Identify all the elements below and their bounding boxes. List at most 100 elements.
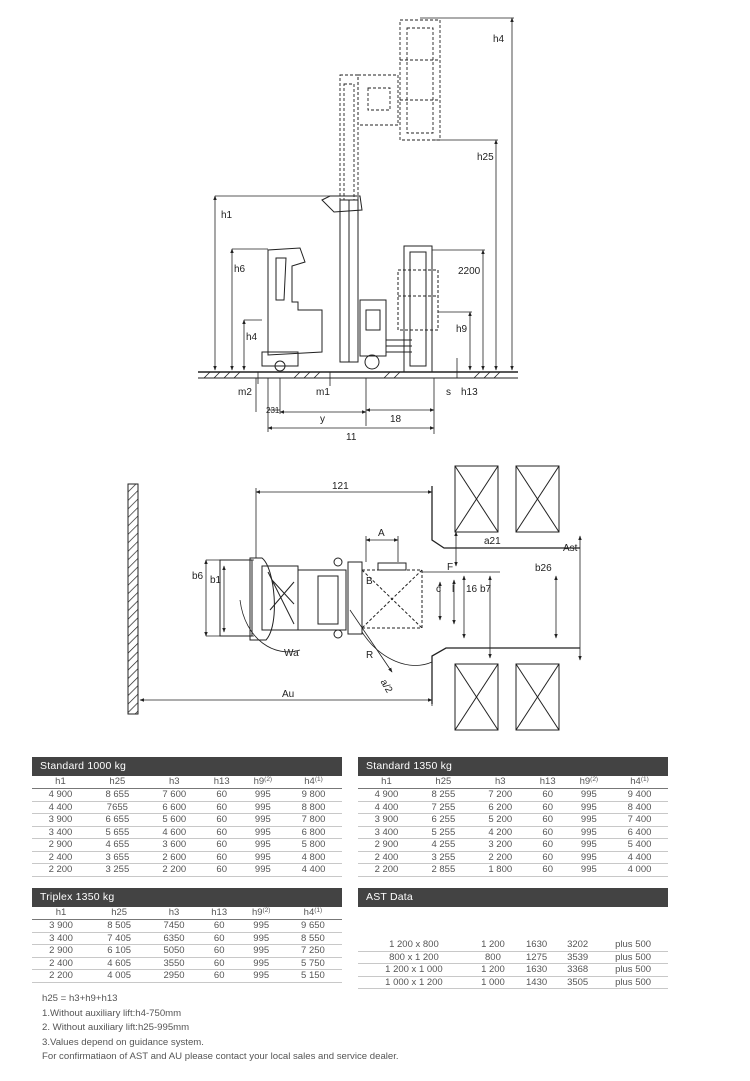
table-cell: 5 800	[285, 838, 342, 852]
label-y: y	[320, 414, 325, 425]
label-11: 11	[346, 432, 357, 443]
table-cell: 3 200	[471, 838, 529, 852]
table-cell: 1 200 x 1 000	[358, 963, 470, 977]
table-cell: 3 255	[88, 863, 146, 877]
vertical-dimensions	[213, 17, 514, 378]
table-cell: 5050	[148, 944, 200, 958]
table-cell: 5 200	[471, 813, 529, 827]
truck-top-view	[219, 557, 433, 666]
column-header: h3	[471, 776, 529, 789]
table-cell: 60	[528, 801, 567, 814]
table-cell: 7655	[88, 801, 146, 814]
table-cell: 60	[528, 851, 567, 864]
table-cell: 7 600	[145, 788, 203, 802]
label-a21: a21	[484, 536, 501, 547]
table-cell: 3539	[557, 951, 599, 964]
table-cell: 9 650	[283, 919, 342, 933]
table-cell: 995	[240, 813, 286, 827]
table-cell: 5 150	[283, 969, 342, 983]
column-header: h9(2)	[238, 907, 284, 920]
table-cell: 995	[238, 919, 284, 933]
column-header: h1	[358, 776, 415, 789]
table-cell: 4 600	[145, 826, 203, 839]
label-Wa: Wa	[284, 648, 299, 659]
label-h1: h1	[221, 210, 233, 221]
wall-hatched	[127, 483, 139, 715]
table-cell: 60	[528, 813, 567, 827]
horizontal-dimensions	[255, 372, 435, 434]
table-cell: 60	[202, 826, 241, 839]
table-cell: 60	[202, 851, 241, 864]
table-cell: 3 400	[32, 932, 91, 945]
table-cell: 9 800	[285, 788, 342, 802]
table-cell: 9 400	[611, 788, 668, 802]
column-header: h4(1)	[611, 776, 668, 789]
table-cell: plus 500	[598, 939, 668, 952]
table-cell: 2 200	[471, 851, 529, 864]
table-cell: 995	[240, 801, 286, 814]
table-cell: 3 900	[32, 813, 89, 827]
technical-drawings: h4 h25 h1 h6 2200 h9 h4 m2 m1 s h13 231 …	[127, 17, 582, 731]
table-cell: plus 500	[598, 963, 668, 977]
table-cell: 2 400	[358, 851, 415, 864]
table-cell: 8 400	[611, 801, 668, 814]
label-F: F	[447, 562, 453, 573]
table-cell: 6 400	[611, 826, 668, 839]
table-cell: 8 505	[90, 919, 149, 933]
table-cell: 7 255	[414, 801, 472, 814]
table-cell: 1275	[516, 951, 558, 964]
table-cell: 5 600	[145, 813, 203, 827]
label-231: 231	[266, 406, 280, 415]
label-B: B	[366, 576, 373, 587]
table-cell: 3 600	[145, 838, 203, 852]
column-header: h25	[90, 907, 149, 920]
table-cell: 7 800	[285, 813, 342, 827]
label-h9: h9	[456, 324, 468, 335]
table-title: Triplex 1350 kg	[32, 888, 342, 907]
table-cell: 60	[202, 801, 241, 814]
label-a-half: a/2	[378, 678, 395, 696]
table-cell: 995	[240, 826, 286, 839]
table-cell: 3 655	[88, 851, 146, 864]
table-cell: 995	[240, 838, 286, 852]
table-cell: 60	[202, 838, 241, 852]
table-cell: 4 655	[88, 838, 146, 852]
column-header: h25	[88, 776, 146, 789]
table-cell: 4 400	[285, 863, 342, 877]
table-cell: 2 400	[32, 957, 91, 970]
label-b26: b26	[535, 563, 552, 574]
table-cell: 1430	[516, 976, 558, 989]
table-cell: 4 400	[611, 851, 668, 864]
table-cell: 8 255	[414, 788, 472, 802]
rack-upper-right	[515, 465, 560, 533]
table-cell: 995	[240, 851, 286, 864]
table-cell: 8 550	[283, 932, 342, 945]
top-view-drawing: 121 A a21 Ast b6 b1 F b26 c l 16 b7 B Wa…	[127, 465, 582, 731]
table-cell: 5 255	[414, 826, 472, 839]
table-cell: 3 900	[358, 813, 415, 827]
table-cell: 1 200	[469, 939, 517, 952]
label-m2: m2	[238, 387, 252, 398]
table-cell: 995	[240, 863, 286, 877]
table-cell: 995	[566, 838, 612, 852]
table-cell: 4 400	[358, 801, 415, 814]
table-cell: 995	[566, 863, 612, 877]
table-cell: 2 900	[32, 944, 91, 958]
